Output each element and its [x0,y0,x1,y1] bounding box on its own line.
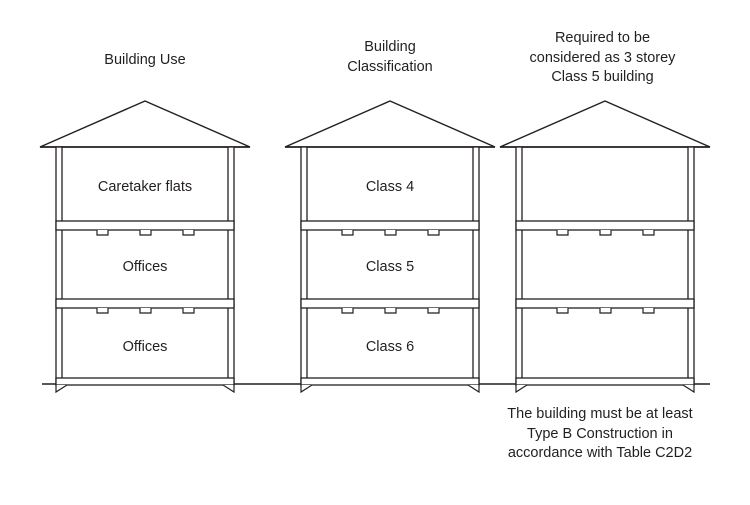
storey-label-class-bottom: Class 6 [365,339,415,355]
building-required-drawing [499,100,711,393]
column-title-building-use: Building Use [104,52,186,68]
column-title-building-classification: Building Classification [347,39,433,75]
storey-label-use-bottom: Offices [122,339,168,355]
column-title-required: Required to be considered as 3 storey Cl… [529,30,676,86]
construction-type-footnote: The building must be at least Type B Con… [507,406,693,462]
storey-label-class-top: Class 4 [365,179,415,195]
storey-label-class-middle: Class 5 [365,259,415,275]
storey-label-use-top: Caretaker flats [97,179,193,195]
storey-label-use-middle: Offices [122,259,168,275]
